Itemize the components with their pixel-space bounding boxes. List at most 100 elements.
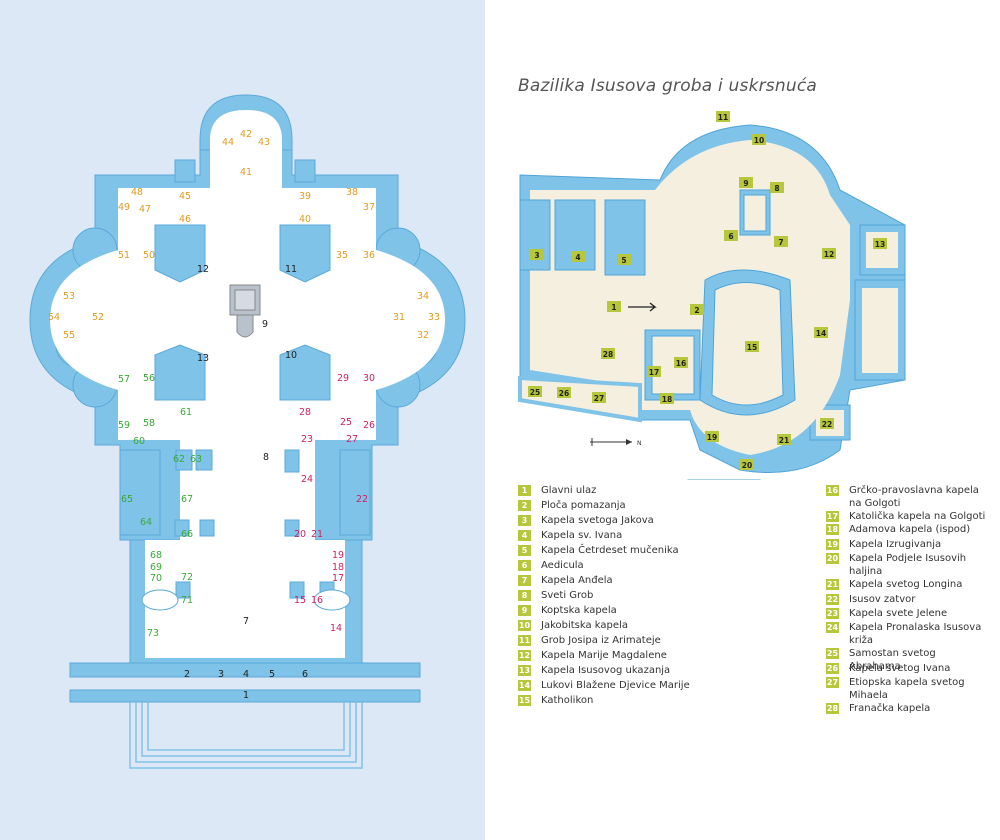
plan-label: 64 (140, 517, 152, 528)
plan-badge: 2 (694, 306, 699, 315)
plan-label: 69 (150, 562, 162, 573)
plan-label: 52 (92, 312, 104, 323)
plan-badge: 13 (875, 240, 885, 249)
legend-label: Kapela svete Jelene (849, 608, 948, 619)
plan-badge: 16 (676, 359, 686, 368)
legend-label: Sveti Grob (541, 590, 594, 601)
plan-label: 61 (180, 407, 192, 418)
plan-badge: 14 (816, 329, 826, 338)
plan-label: 35 (336, 250, 348, 261)
plan-label: 3 (218, 669, 224, 680)
legend-item: 2 Ploča pomazanja (518, 499, 818, 512)
legend-label: Kapela Pronalaska Isusova križa (849, 622, 982, 646)
plan-label: 49 (118, 202, 130, 213)
plan-badge: 9 (743, 179, 748, 188)
legend-badge: 10 (518, 620, 531, 631)
compass-icon: N (590, 438, 642, 447)
compass-label: N (637, 440, 642, 447)
plan-label: 57 (118, 374, 130, 385)
legend-label: Adamova kapela (ispod) (849, 524, 971, 535)
legend-badge: 5 (518, 545, 531, 556)
legend-badge: 13 (518, 665, 531, 676)
plan-label: 68 (150, 550, 162, 561)
plan-label: 12 (197, 264, 209, 275)
legend-badge: 27 (826, 677, 839, 688)
plan-label: 48 (131, 187, 143, 198)
legend-label: Kapela svetoga Jakova (541, 515, 654, 526)
left-plan-steps (129, 702, 363, 769)
plan-label: 14 (330, 623, 342, 634)
legend-item: 13 Kapela Isusovog ukazanja (518, 664, 818, 677)
plan-label: 1 (243, 690, 249, 701)
plan-label: 6 (302, 669, 308, 680)
plan-label: 32 (417, 330, 429, 341)
plan-label: 65 (121, 494, 133, 505)
legend-label: Kapela Anđela (541, 575, 613, 586)
legend-label: Katholikon (541, 695, 594, 706)
legend-label: Kapela Izrugivanja (849, 539, 942, 550)
legend-badge: 9 (518, 605, 531, 616)
plan-label: 23 (301, 434, 313, 445)
plan-label: 50 (143, 250, 155, 261)
plan-label: 54 (48, 312, 60, 323)
courtyard (518, 375, 642, 423)
legend-label: Kapela svetog Ivana (849, 663, 951, 674)
plan-label: 25 (340, 417, 352, 428)
legend-label: Kapela Marije Magdalene (541, 650, 667, 661)
legend-label: Kapela sv. Ivana (541, 530, 623, 541)
plan-label: 34 (417, 291, 429, 302)
plan-label: 72 (181, 572, 193, 583)
legend-label: Kapela svetog Longina (849, 579, 963, 590)
plan-badge: 1 (611, 303, 616, 312)
legend-badge: 18 (826, 524, 839, 535)
plan-badge: 4 (575, 253, 580, 262)
plan-label: 55 (63, 330, 75, 341)
legend-label: Grčko-pravoslavna kapela na Golgoti (849, 485, 979, 509)
legend-label: Ploča pomazanja (541, 500, 626, 511)
legend-label: Kapela Isusovog ukazanja (541, 665, 671, 676)
plan-label: 13 (197, 353, 209, 364)
plan-label: 59 (118, 420, 130, 431)
page-title: Bazilika Isusova groba i uskrsnuća (518, 76, 817, 96)
plan-label: 62 (173, 454, 185, 465)
plan-badge: 5 (621, 256, 626, 265)
plan-label: 18 (332, 562, 344, 573)
legend-label: Grob Josipa iz Arimateje (541, 635, 661, 646)
legend-badge: 28 (826, 703, 839, 714)
legend-badge: 8 (518, 590, 531, 601)
legend-badge: 2 (518, 500, 531, 511)
plan-label: 10 (285, 350, 297, 361)
plan-label: 33 (428, 312, 440, 323)
plan-label: 44 (222, 137, 234, 148)
plan-label: 67 (181, 494, 193, 505)
plan-badge: 26 (559, 389, 569, 398)
plan-badge: 3 (534, 251, 539, 260)
plan-label: 70 (150, 573, 162, 584)
plan-badge: 15 (747, 343, 757, 352)
plan-label: 71 (181, 595, 193, 606)
plan-label: 22 (356, 494, 368, 505)
plan-badge: 28 (603, 350, 613, 359)
plan-badge: 17 (649, 368, 659, 377)
plan-label: 51 (118, 250, 130, 261)
legend-badge: 7 (518, 575, 531, 586)
legend-badge: 14 (518, 680, 531, 691)
plan-label: 63 (190, 454, 202, 465)
plan-label: 45 (179, 191, 191, 202)
plan-label: 47 (139, 204, 151, 215)
plan-badge: 10 (754, 136, 764, 145)
left-plan-labels: 42 44 43 41 48 45 39 38 49 47 37 46 40 5… (48, 129, 440, 701)
legend-item: 8 Sveti Grob (518, 589, 818, 602)
plan-label: 66 (181, 529, 193, 540)
plan-badge: 12 (824, 250, 834, 259)
plan-badge: 19 (707, 433, 717, 442)
